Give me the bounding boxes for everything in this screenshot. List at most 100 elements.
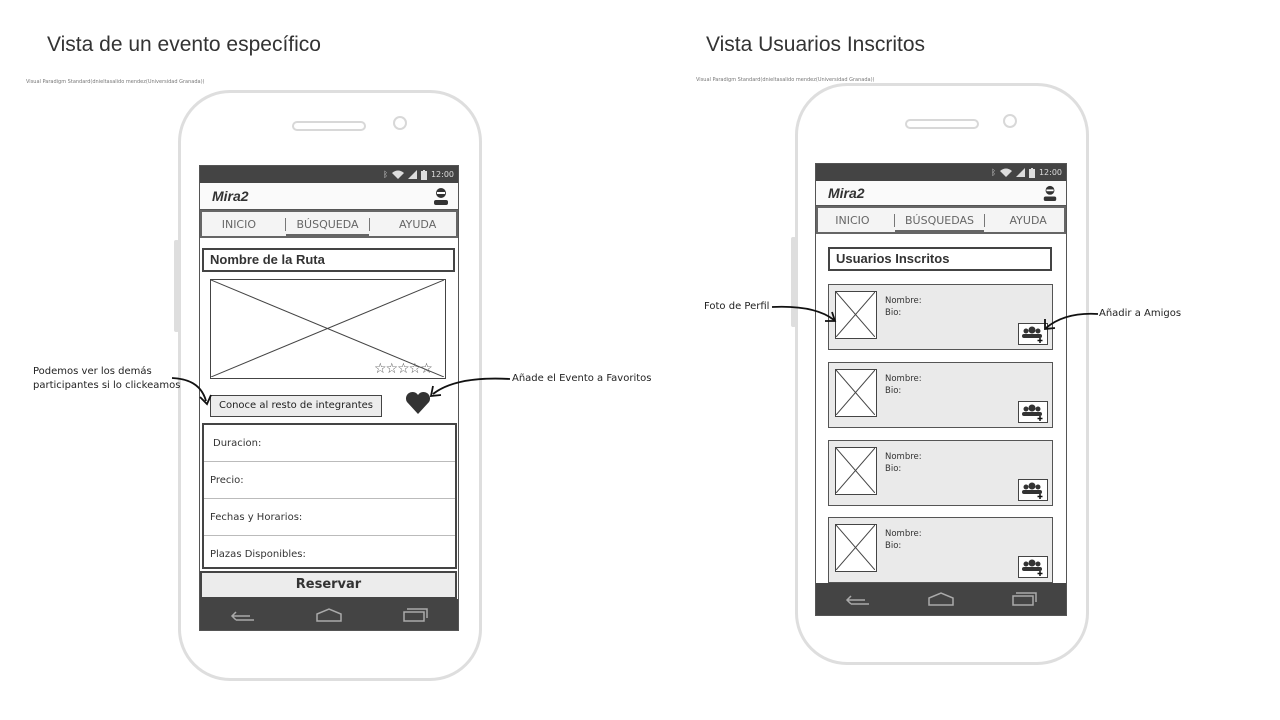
- profile-photo-placeholder: [835, 291, 877, 339]
- annotation-arrow-members: [171, 377, 212, 406]
- user-profile-icon[interactable]: [1042, 185, 1058, 201]
- user-bio-label: Bio:: [885, 541, 902, 551]
- heart-favorite-icon[interactable]: [405, 391, 431, 415]
- detail-row-precio: Precio:: [204, 462, 455, 499]
- tab-bar: INICIO BÚSQUEDAS AYUDA: [816, 206, 1066, 234]
- user-bio-label: Bio:: [885, 308, 902, 318]
- annotation-favorite: Añade el Evento a Favoritos: [512, 373, 652, 384]
- user-meta: Nombre: Bio:: [885, 373, 922, 397]
- detail-label: Duracion:: [213, 437, 262, 449]
- tab-busqueda[interactable]: BÚSQUEDA: [285, 217, 370, 237]
- profile-photo-placeholder: [835, 524, 877, 572]
- add-friend-button[interactable]: [1018, 479, 1048, 501]
- annotation-arrow-add: [1044, 312, 1099, 330]
- image-placeholder-cross: [835, 447, 876, 494]
- reserve-button[interactable]: Reservar: [200, 571, 457, 599]
- tab-busquedas[interactable]: BÚSQUEDAS: [894, 213, 986, 233]
- back-icon[interactable]: [845, 592, 871, 606]
- user-bio-label: Bio:: [885, 386, 902, 396]
- user-name-label: Nombre:: [885, 529, 922, 539]
- left-phone-camera: [393, 116, 407, 130]
- add-friend-button[interactable]: [1018, 401, 1048, 423]
- wifi-icon: [391, 170, 404, 179]
- rating-stars[interactable]: ☆☆☆☆☆: [374, 361, 433, 377]
- add-friends-icon: [1022, 482, 1043, 499]
- image-placeholder-cross: [835, 291, 876, 338]
- tab-bar: INICIO BÚSQUEDA AYUDA: [200, 210, 458, 238]
- user-meta: Nombre:Bio:: [885, 451, 922, 475]
- annotation-arrow-favorite: [429, 377, 511, 398]
- detail-row-plazas: Plazas Disponibles:: [204, 536, 455, 572]
- right-slide-title: Vista Usuarios Inscritos: [706, 33, 926, 56]
- signal-icon: [1015, 168, 1025, 177]
- route-image-placeholder: [210, 279, 446, 379]
- recent-apps-icon[interactable]: [402, 607, 428, 622]
- annotation-arrow-photo: [771, 305, 837, 322]
- profile-photo-placeholder: [835, 447, 877, 495]
- route-title: Nombre de la Ruta: [202, 248, 455, 272]
- left-phone-side-button: [174, 240, 179, 332]
- add-friends-icon: [1022, 326, 1043, 343]
- status-bar: ᛒ 12:00: [816, 164, 1066, 181]
- right-phone-side-button: [791, 237, 796, 327]
- user-card[interactable]: Nombre:Bio:: [828, 440, 1053, 506]
- user-profile-icon[interactable]: [432, 187, 450, 205]
- status-bar: ᛒ 12:00: [200, 166, 458, 183]
- android-nav-bar: [816, 583, 1066, 615]
- right-phone-camera: [1003, 114, 1017, 128]
- left-credit-text: Visual Paradigm Standard(dnieltasalido m…: [26, 79, 205, 85]
- annotation-photo: Foto de Perfil: [704, 301, 770, 312]
- bluetooth-icon: ᛒ: [383, 170, 388, 179]
- signal-icon: [407, 170, 417, 179]
- add-friend-button[interactable]: [1018, 323, 1048, 345]
- detail-label: Plazas Disponibles:: [210, 548, 306, 560]
- battery-icon: [1028, 167, 1035, 178]
- battery-icon: [420, 169, 427, 180]
- tab-inicio[interactable]: INICIO: [221, 217, 257, 231]
- left-phone-speaker: [292, 121, 366, 131]
- tab-ayuda[interactable]: AYUDA: [398, 217, 437, 231]
- annotation-members: Podemos ver los demás participantes si l…: [33, 366, 181, 391]
- image-placeholder-cross: [210, 279, 445, 378]
- details-list: Duracion: Precio: Fechas y Horarios: Pla…: [202, 423, 457, 569]
- user-card[interactable]: Nombre: Bio:: [828, 362, 1053, 428]
- android-nav-bar: [200, 599, 458, 630]
- detail-row-fechas: Fechas y Horarios:: [204, 499, 455, 536]
- left-slide-title: Vista de un evento específico: [47, 33, 321, 56]
- detail-label: Fechas y Horarios:: [210, 511, 303, 523]
- user-card[interactable]: Nombre: Bio:: [828, 284, 1053, 350]
- tab-ayuda[interactable]: AYUDA: [1009, 213, 1047, 227]
- user-meta: Nombre: Bio:: [885, 528, 922, 552]
- user-name-label: Nombre:: [885, 296, 922, 306]
- detail-label: Precio:: [210, 474, 244, 486]
- user-meta: Nombre: Bio:: [885, 295, 922, 319]
- right-credit-text: Visual Paradigm Standard(dnieltasalido m…: [696, 77, 875, 83]
- add-friends-icon: [1022, 404, 1043, 421]
- image-placeholder-cross: [835, 369, 876, 416]
- bluetooth-icon: ᛒ: [991, 168, 996, 177]
- members-button[interactable]: Conoce al resto de integrantes: [210, 395, 382, 417]
- app-name: Mira2: [212, 188, 249, 204]
- app-name: Mira2: [828, 185, 865, 201]
- app-bar: Mira2: [200, 183, 458, 210]
- tab-inicio[interactable]: INICIO: [835, 213, 870, 227]
- home-icon[interactable]: [316, 607, 342, 622]
- user-name-label: Nombre:: [885, 374, 922, 384]
- right-phone-screen: ᛒ 12:00 Mira2 INICIO BÚSQUEDAS AYUDA Usu…: [815, 163, 1067, 616]
- annotation-add-friends: Añadir a Amigos: [1099, 308, 1182, 319]
- app-bar: Mira2: [816, 181, 1066, 206]
- add-friends-icon: [1022, 559, 1043, 576]
- detail-row-duracion: Duracion:: [204, 425, 455, 462]
- profile-photo-placeholder: [835, 369, 877, 417]
- wifi-icon: [999, 168, 1012, 177]
- add-friend-button[interactable]: [1018, 556, 1048, 578]
- users-list-title: Usuarios Inscritos: [828, 247, 1052, 271]
- home-icon[interactable]: [928, 592, 954, 606]
- image-placeholder-cross: [835, 524, 876, 571]
- user-card[interactable]: Nombre: Bio:: [828, 517, 1053, 583]
- left-phone-screen: ᛒ 12:00 Mira2 INICIO BÚSQUEDA AYUDA Nomb…: [199, 165, 459, 631]
- right-phone-speaker: [905, 119, 979, 129]
- status-time: 12:00: [1038, 168, 1062, 177]
- back-icon[interactable]: [230, 608, 256, 622]
- recent-apps-icon[interactable]: [1011, 592, 1038, 606]
